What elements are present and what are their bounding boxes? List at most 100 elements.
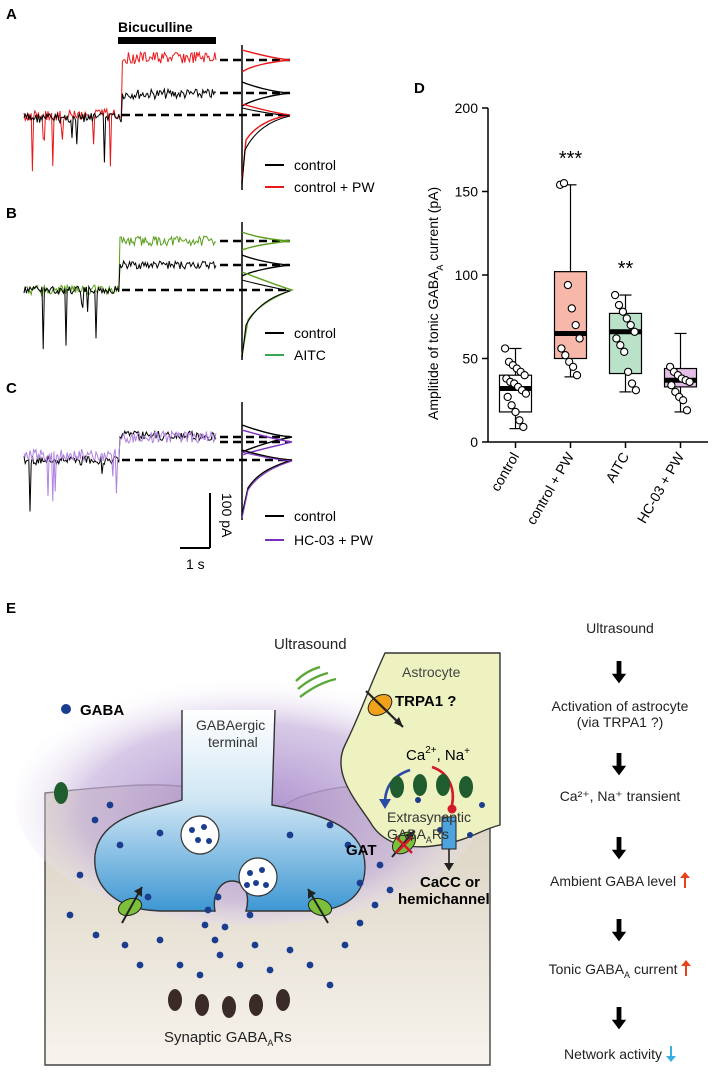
terminal-transporter-left xyxy=(117,886,143,924)
panel-c-traces: control HC-03 + PW xyxy=(23,402,374,548)
flow-step-ultrasound: Ultrasound xyxy=(586,620,654,636)
flow-step-tonic: Tonic GABAA current xyxy=(530,960,710,980)
panel-a-traces: control control + PW xyxy=(23,45,375,195)
ultrasound-label: Ultrasound xyxy=(274,636,347,653)
data-point xyxy=(618,307,628,316)
trace-b-green xyxy=(23,235,216,298)
gat-transporter xyxy=(391,830,417,858)
flow-step-ambient-label: Ambient GABA level xyxy=(550,873,677,889)
data-point xyxy=(678,396,688,405)
panel-label-b: B xyxy=(6,205,17,222)
trace-panels: Bicuculline control control + PW control… xyxy=(23,19,375,572)
data-point xyxy=(623,367,633,377)
box-plot: Amplitide of tonic GABAA current (pA) 05… xyxy=(425,100,708,527)
data-point xyxy=(563,280,573,290)
legend-c-hc03: HC-03 + PW xyxy=(294,532,374,548)
bicuculline-label: Bicuculline xyxy=(118,19,193,35)
data-point xyxy=(616,340,625,350)
data-point xyxy=(521,389,531,398)
flow-step-activation: Activation of astrocyte (via TRPA1 ?) xyxy=(530,698,710,730)
flow-step-network-label: Network activity xyxy=(564,1046,663,1062)
panel-label-e: E xyxy=(6,600,17,617)
significance-marker: ** xyxy=(618,258,634,280)
data-point xyxy=(614,300,624,310)
data-point xyxy=(561,351,570,360)
trace-a-black xyxy=(23,87,217,163)
terminal-transporter-right xyxy=(307,888,333,924)
flow-step-network: Network activity xyxy=(530,1046,710,1062)
gat-label: GAT xyxy=(346,842,377,859)
down-arrow-icon xyxy=(665,1046,676,1062)
box-1 xyxy=(553,271,588,360)
box-2 xyxy=(608,312,643,375)
panel-label-a: A xyxy=(6,6,17,23)
astrocyte-label: Astrocyte xyxy=(402,664,461,680)
trace-c-purple xyxy=(23,429,217,502)
legend-a-pw: control + PW xyxy=(294,179,375,195)
data-point xyxy=(682,406,692,415)
bicuculline-bar xyxy=(118,37,216,44)
flow-step-tonic-label: Tonic GABA xyxy=(548,961,625,977)
y-tick-label: 150 xyxy=(455,184,479,200)
data-point xyxy=(515,416,524,425)
data-point xyxy=(507,401,516,410)
flow-step-activation-line1: Activation of astrocyte xyxy=(551,698,689,714)
ultrasound-icon xyxy=(295,665,337,698)
data-point xyxy=(557,344,566,353)
cacc-hemichannel xyxy=(441,816,457,871)
ca-to-channel-activation xyxy=(431,765,455,806)
data-point xyxy=(567,304,576,313)
up-arrow-icon xyxy=(679,872,690,888)
flow-step-tonic-tail: current xyxy=(633,961,678,977)
data-point xyxy=(571,320,580,330)
data-point xyxy=(631,386,641,395)
trpa1-label: TRPA1 ? xyxy=(395,693,456,710)
y-tick-label: 100 xyxy=(455,267,479,283)
data-point xyxy=(620,347,629,356)
gaba-molecules xyxy=(66,801,409,989)
data-point xyxy=(520,371,529,380)
flow-step-ambient: Ambient GABA level xyxy=(530,872,710,889)
flow-step-tonic-sub: A xyxy=(624,969,631,980)
gabaergic-terminal-label: GABAergic terminal xyxy=(196,717,269,750)
trace-a-red xyxy=(23,50,217,172)
scale-bar: 100 pA 1 s xyxy=(180,493,235,572)
gaba-legend-label: GABA xyxy=(80,702,124,719)
flow-step-activation-line2: (via TRPA1 ?) xyxy=(576,714,664,730)
significance-marker: *** xyxy=(559,148,583,170)
extrasynaptic-label: Extrasynaptic GABAARs xyxy=(387,809,475,845)
panel-b-traces: control AITC xyxy=(23,222,336,363)
data-point xyxy=(503,392,512,402)
y-axis-label-tail: current (pA) xyxy=(425,187,441,265)
data-point xyxy=(630,327,639,336)
legend-c-control: control xyxy=(294,508,336,524)
gabaergic-terminal xyxy=(94,709,366,912)
panel-label-d: D xyxy=(414,80,425,97)
data-point xyxy=(568,362,578,371)
x-tick-label: AITC xyxy=(602,450,632,486)
scale-bar-x-label: 1 s xyxy=(186,556,205,572)
x-tick-label: control + PW xyxy=(523,449,578,527)
flow-arrow-3 xyxy=(611,837,627,860)
data-point xyxy=(685,377,694,387)
extrasynaptic-receptors xyxy=(54,774,473,804)
data-point xyxy=(627,379,637,388)
data-point xyxy=(612,334,621,343)
flow-step-transient: Ca²⁺, Na⁺ transient xyxy=(559,788,681,804)
data-point xyxy=(626,320,635,330)
y-tick-label: 200 xyxy=(455,100,479,116)
data-point xyxy=(575,334,584,343)
data-point xyxy=(572,371,582,380)
x-tick-label: HC-03 + PW xyxy=(634,449,688,526)
vesicle xyxy=(180,815,220,855)
synaptic-label: Synaptic GABAARs xyxy=(164,1029,292,1048)
scale-bar-y-label: 100 pA xyxy=(219,493,235,538)
data-point xyxy=(500,344,510,353)
flow-arrow-2 xyxy=(611,753,627,776)
y-axis-label-main: Amplitide of tonic GABA xyxy=(425,270,441,420)
legend-b-control: control xyxy=(294,325,336,341)
gaba-legend-dot xyxy=(61,704,71,714)
y-axis-label-sub: A xyxy=(435,265,445,271)
up-arrow-icon xyxy=(681,960,692,976)
